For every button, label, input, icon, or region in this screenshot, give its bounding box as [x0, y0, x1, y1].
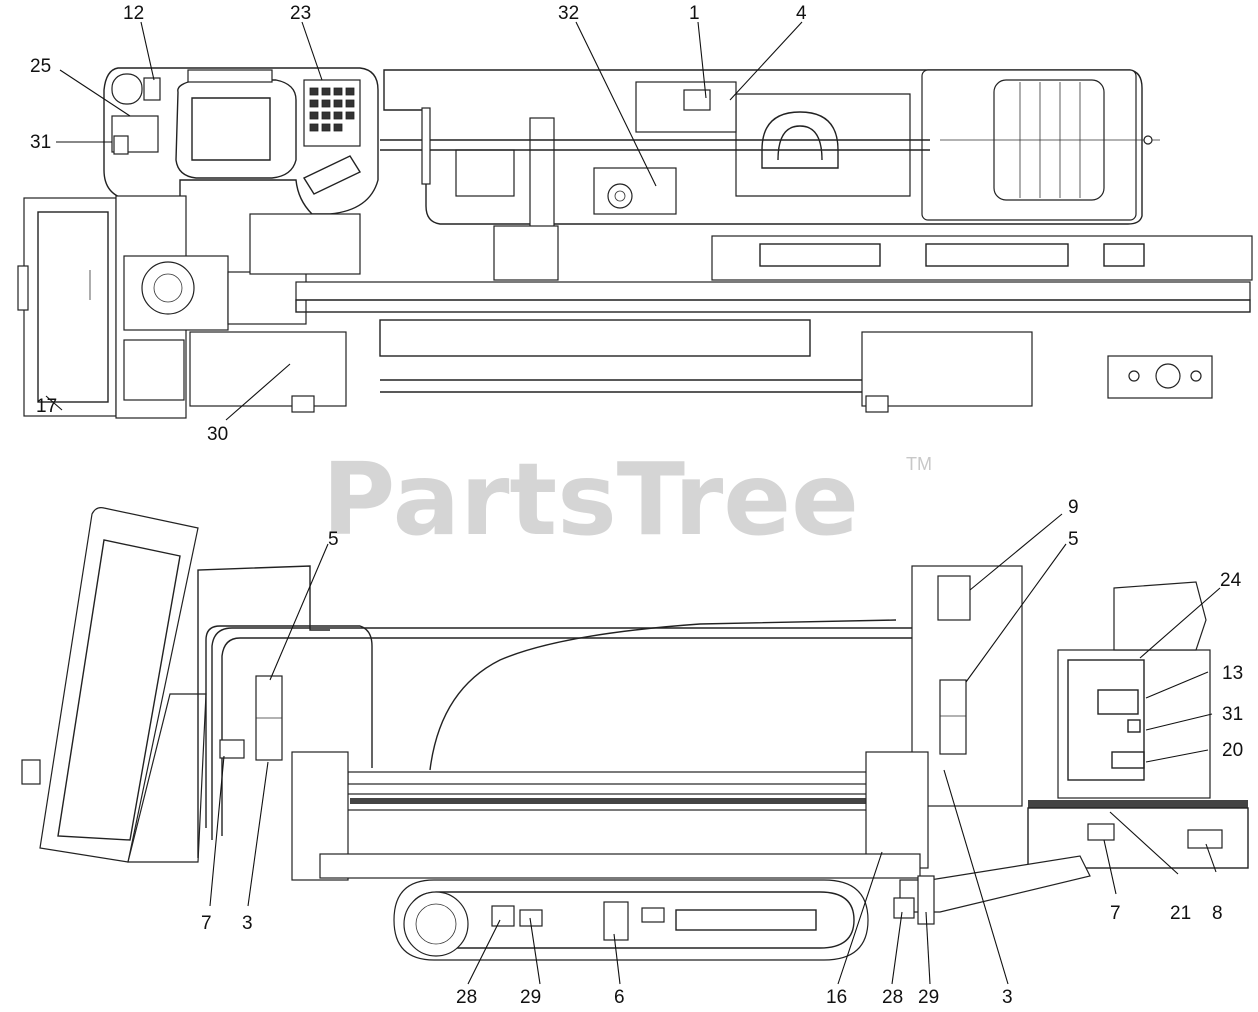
callout-24: 24	[1220, 570, 1242, 591]
callout-17: 17	[36, 396, 57, 417]
callout-13: 13	[1222, 663, 1243, 684]
callout-16: 16	[826, 987, 847, 1008]
leader-lines	[45, 21, 1221, 985]
watermark-brand: PartsTree	[322, 441, 859, 558]
callout-7-right: 7	[1110, 903, 1121, 924]
callout-5: 5	[328, 529, 339, 550]
watermark-trademark: TM	[906, 454, 932, 474]
callout-4: 4	[796, 3, 807, 24]
callout-20: 20	[1222, 740, 1243, 761]
callout-29-right: 29	[918, 987, 939, 1008]
callout-3-right: 3	[1002, 987, 1013, 1008]
callout-30: 30	[207, 424, 228, 445]
callout-8: 8	[1212, 903, 1223, 924]
callout-12: 12	[123, 3, 144, 24]
callout-7: 7	[201, 913, 212, 934]
callout-9: 9	[1068, 497, 1079, 518]
callout-1: 1	[689, 3, 700, 24]
callout-23: 23	[290, 3, 311, 24]
callout-labels: 12 23 32 1 4 25 31 17 30 5 9 5 24 13 31 …	[30, 3, 1243, 1008]
callout-5-right: 5	[1068, 529, 1079, 550]
callout-28-right: 28	[882, 987, 903, 1008]
rack-teeth	[350, 798, 1248, 808]
callout-3: 3	[242, 913, 253, 934]
callout-29: 29	[520, 987, 541, 1008]
callout-21: 21	[1170, 903, 1191, 924]
callout-31: 31	[30, 132, 51, 153]
top-view	[17, 67, 1253, 419]
callout-32: 32	[558, 3, 579, 24]
callout-25: 25	[30, 56, 51, 77]
control-panel-buttons	[309, 87, 355, 132]
callout-6: 6	[614, 987, 625, 1008]
side-view	[21, 507, 1249, 961]
callout-31-right: 31	[1222, 704, 1243, 725]
callout-28: 28	[456, 987, 477, 1008]
